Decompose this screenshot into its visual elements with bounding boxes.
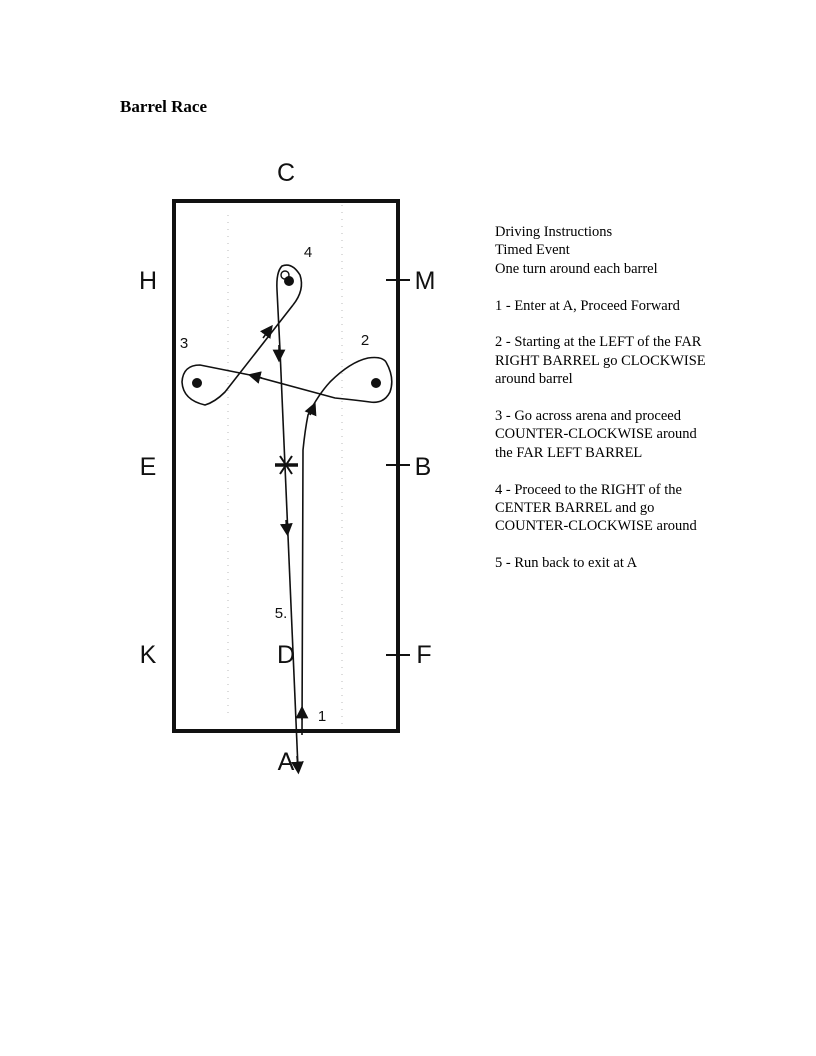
- path-entry: [301, 356, 387, 736]
- instruction-step-3-line-3: the FAR LEFT BARREL: [495, 444, 643, 461]
- letter-m: M: [415, 267, 436, 295]
- instruction-step-4: 4 - Proceed to the RIGHT of the: [495, 481, 682, 498]
- instruction-step-3-line-2: COUNTER-CLOCKWISE around: [495, 426, 697, 443]
- instruction-step-5: 5 - Run back to exit at A: [495, 555, 638, 572]
- letter-b: B: [415, 453, 432, 481]
- instruction-step-2-line-3: around barrel: [495, 371, 573, 388]
- barrel-left: [192, 378, 202, 388]
- path-label-2: 2: [361, 332, 369, 349]
- letter-c: C: [277, 159, 295, 187]
- page-title: Barrel Race: [120, 97, 208, 116]
- instructions-rule: One turn around each barrel: [495, 260, 658, 277]
- instructions-heading: Driving Instructions: [495, 224, 613, 240]
- instruction-step-3: 3 - Go across arena and proceed: [495, 408, 681, 425]
- barrel-center: [284, 276, 294, 286]
- path-label-5: 5.: [275, 605, 288, 622]
- path-run-home: [279, 349, 299, 769]
- path-label-3: 3: [180, 335, 188, 352]
- letter-f: F: [416, 641, 431, 669]
- instructions-event-type: Timed Event: [495, 242, 570, 259]
- instruction-step-4-line-2: CENTER BARREL and go: [495, 500, 655, 517]
- path-label-4: 4: [304, 244, 312, 261]
- instruction-step-4-line-3: COUNTER-CLOCKWISE around: [495, 518, 697, 535]
- letter-k: K: [140, 641, 157, 669]
- instruction-step-1: 1 - Enter at A, Proceed Forward: [495, 297, 680, 314]
- instruction-step-2: 2 - Starting at the LEFT of the FAR: [495, 334, 702, 351]
- letter-a: A: [278, 748, 295, 776]
- path-left-barrel: [181, 304, 294, 406]
- driving-instructions: Driving Instructions Timed Event One tur…: [495, 223, 795, 573]
- letter-e: E: [140, 453, 157, 481]
- instruction-step-2-line-2: RIGHT BARREL go CLOCKWISE: [495, 352, 706, 369]
- path-right-barrel: [249, 361, 393, 404]
- letter-d: D: [277, 641, 295, 669]
- letter-h: H: [139, 267, 157, 295]
- path-center-barrel: [276, 264, 303, 351]
- barrel-right: [371, 378, 381, 388]
- path-label-1: 1: [318, 708, 326, 725]
